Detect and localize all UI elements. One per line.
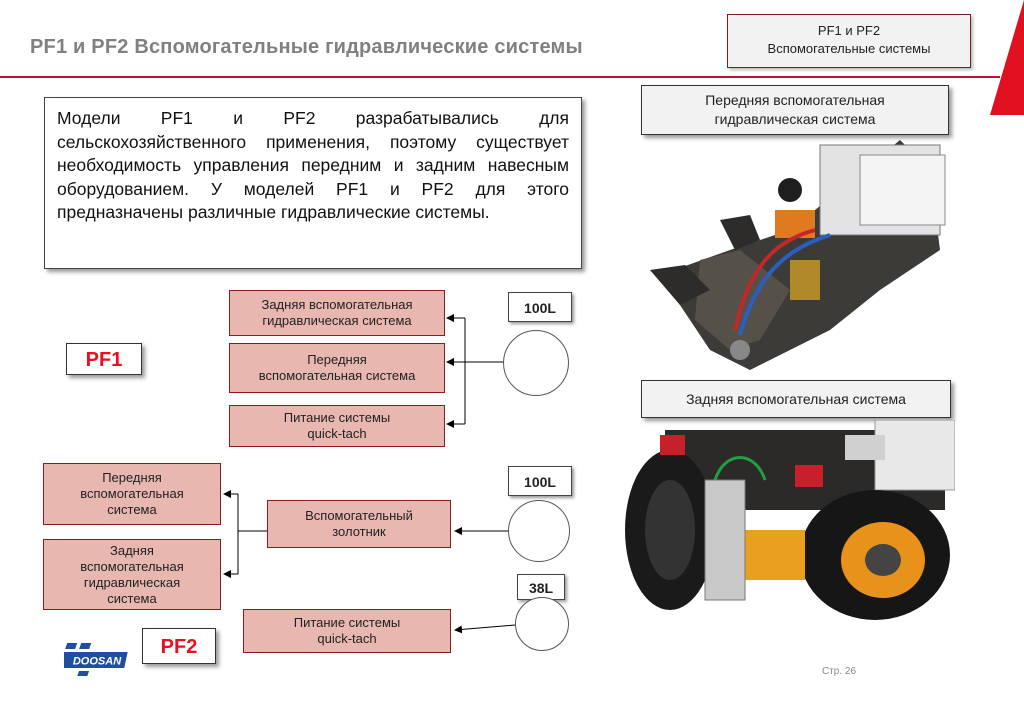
header-rule [0,76,1000,78]
front-caption-line2: гидравлическая система [714,111,876,127]
pf1-rear-aux-box: Задняя вспомогательная гидравлическая си… [229,290,445,336]
front-photo-caption: Передняя вспомогательная гидравлическая … [641,85,949,135]
section-box-line1: PF1 и PF2 [817,23,881,38]
front-caption-line1: Передняя вспомогательная [705,92,885,108]
pf1-box3-line2: quick-tach [307,426,367,441]
pf1-box2-line2: вспомогательная система [258,368,416,383]
pf2-lbox1-line2: вспомогательная [80,486,184,501]
page-number: Стр. 26 [822,666,857,677]
pf2-lbox1-line3: система [107,502,157,517]
doosan-logo: DOOSAN [64,643,128,676]
pf2-aux-valve-box: Вспомогательный золотник [267,500,451,548]
pf1-box2-line1: Передняя [307,352,367,367]
pf2-lbox1-line1: Передняя [102,470,162,485]
pf2-lbox2-line3: гидравлическая [83,574,181,590]
svg-text:DOOSAN: DOOSAN [73,656,122,668]
pf2-pump-circle-2 [515,597,569,651]
section-box-line2: Вспомогательные системы [767,41,931,56]
pf1-pump-capacity: 100L [508,292,572,322]
pf2-lbox2-line1: Задняя [110,542,154,558]
pf2-front-aux-box: Передняя вспомогательная система [43,463,221,525]
pf2-qt-line2: quick-tach [317,631,377,646]
pf2-label: PF2 [142,628,216,664]
pf1-box1-line2: гидравлическая система [262,313,412,328]
intro-text: Модели PF1 и PF2 разрабатывались для сел… [44,97,582,269]
rear-hydraulics-image [625,420,955,620]
pf1-label: PF1 [66,343,142,375]
pf1-pump-circle [503,330,569,396]
pf2-valve-line1: Вспомогательный [305,508,413,523]
pf2-lbox2-line4: система [107,590,157,606]
section-box: PF1 и PF2 Вспомогательные системы [727,14,971,68]
pf2-pump-circle-1 [508,500,570,562]
pf2-pump-capacity-1: 100L [508,466,572,496]
pf1-quicktach-box: Питание системы quick-tach [229,405,445,447]
rear-photo-caption: Задняя вспомогательная система [641,380,951,418]
pf2-quicktach-box: Питание системы quick-tach [243,609,451,653]
front-hydraulics-image [650,140,946,370]
pf1-box3-line1: Питание системы [283,410,391,425]
pf2-qt-line1: Питание системы [293,615,401,630]
pf1-front-aux-box: Передняя вспомогательная система [229,343,445,393]
pf2-valve-line2: золотник [332,524,386,539]
pf2-rear-aux-box: Задняя вспомогательная гидравлическая си… [43,539,221,610]
pf1-box1-line1: Задняя вспомогательная [261,297,413,312]
pf2-lbox2-line2: вспомогательная [80,558,184,574]
page-title: PF1 и PF2 Вспомогательные гидравлические… [30,36,583,58]
